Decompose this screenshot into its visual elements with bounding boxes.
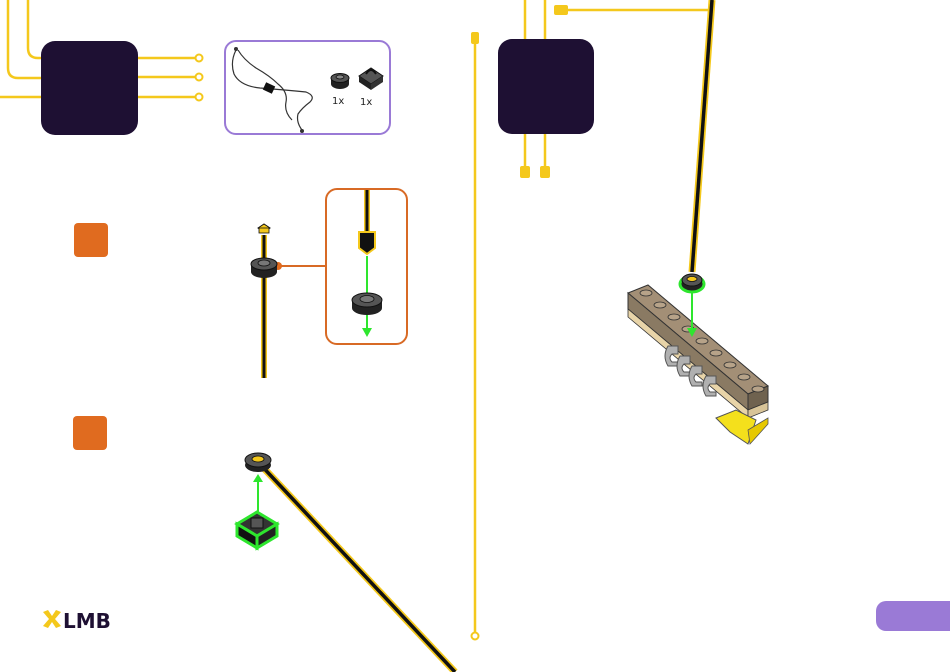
page-number-tab: [876, 601, 950, 631]
lmb-logo-icon: LMB: [40, 606, 135, 634]
logo-text: LMB: [63, 609, 111, 633]
